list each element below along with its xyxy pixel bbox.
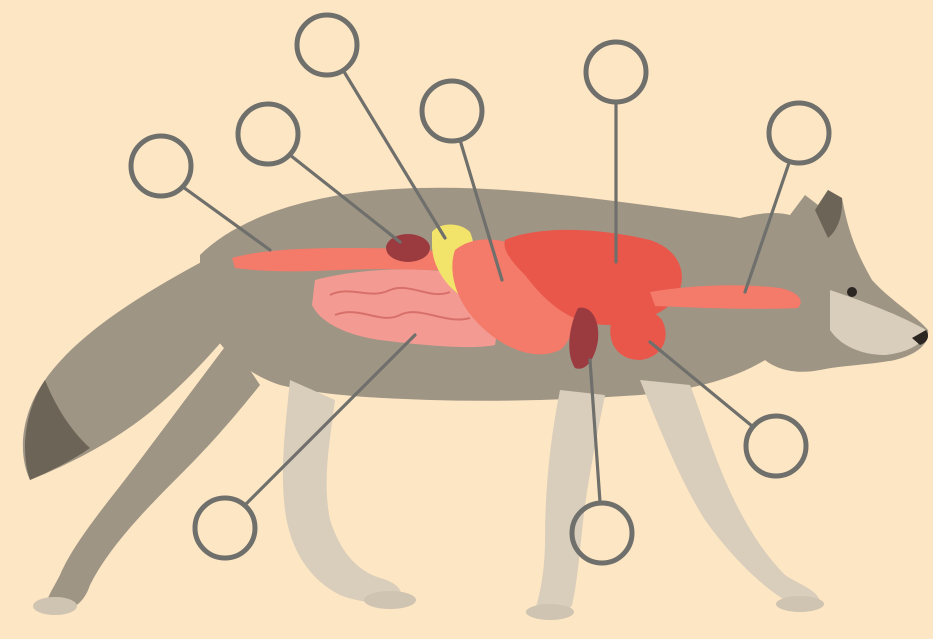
wolf-hind-leg-front — [283, 380, 401, 603]
wolf-eye — [847, 287, 857, 297]
wolf-fore-leg-front — [640, 380, 820, 609]
wolf-paw-fore-back — [526, 604, 574, 620]
wolf-paw-fore-front — [776, 596, 824, 612]
wolf-paw-hind-back — [33, 597, 77, 615]
wolf-paw-hind-front — [364, 591, 416, 609]
kidney — [386, 234, 430, 262]
esophagus — [650, 285, 801, 309]
